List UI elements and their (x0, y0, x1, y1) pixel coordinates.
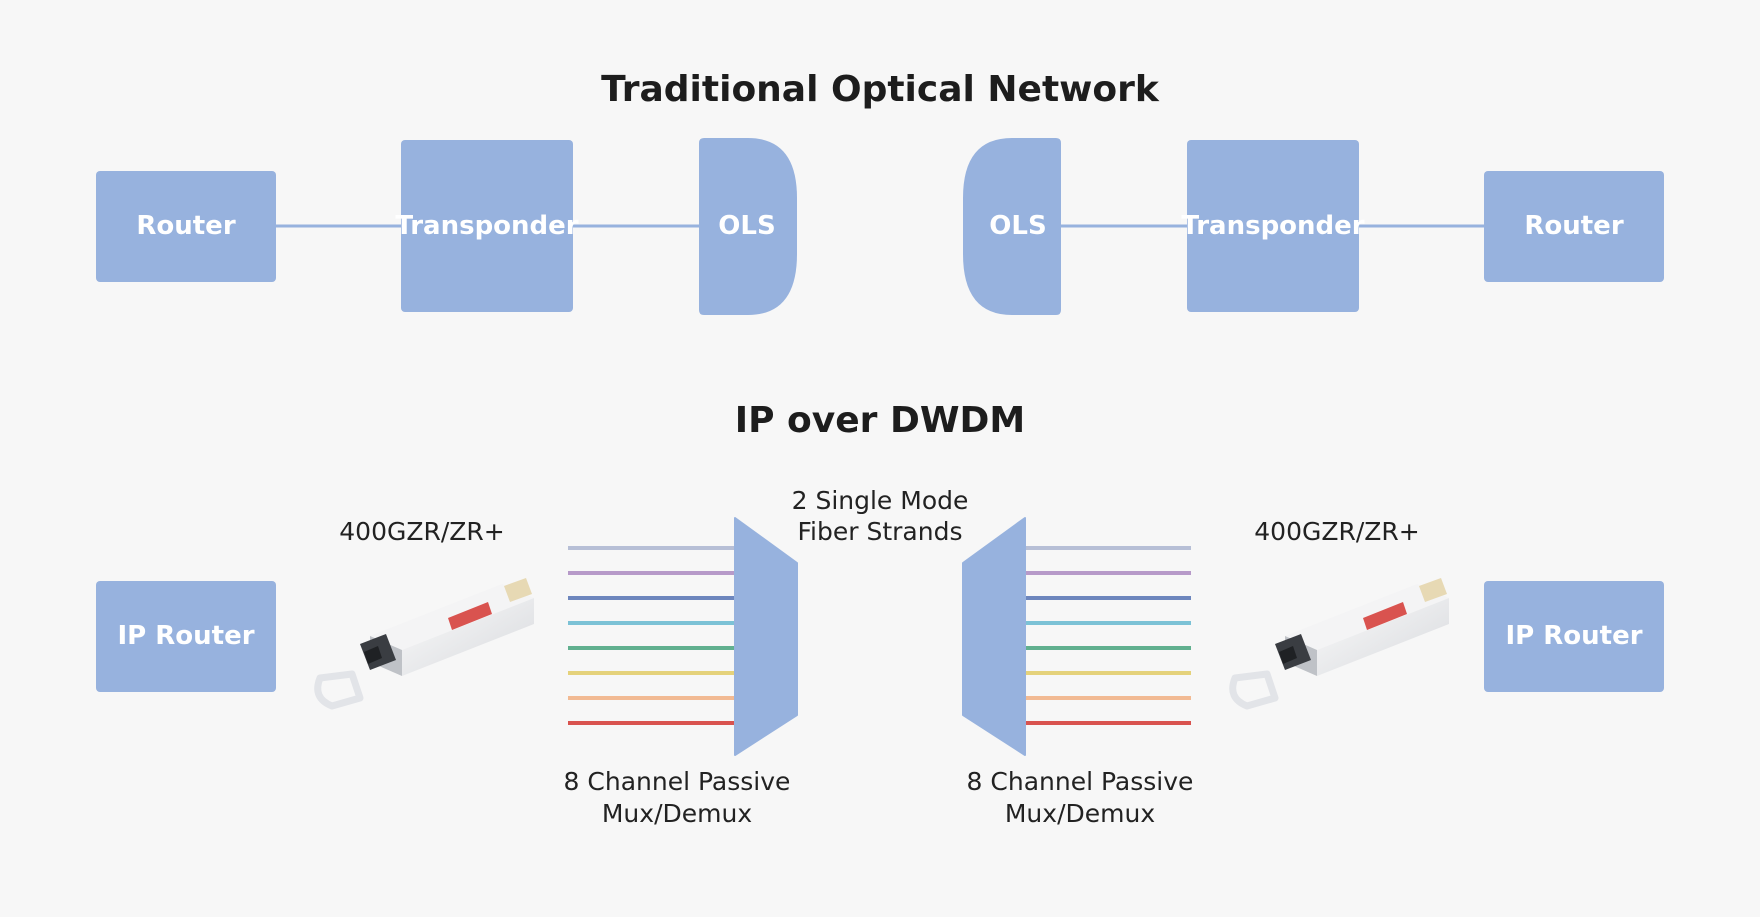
mux-left-label-line-2: Mux/Demux (602, 799, 752, 828)
channel-lines-right (1023, 546, 1191, 725)
transceiver-module-left-icon (314, 578, 534, 710)
traditional-router-left: Router (96, 171, 276, 282)
ip-router-left: IP Router (96, 581, 276, 692)
traditional-ols-right: OLS (963, 138, 1061, 315)
traditional-title: Traditional Optical Network (601, 69, 1160, 110)
node-label: Router (136, 211, 235, 241)
ip-over-dwdm-title: IP over DWDM (735, 400, 1026, 441)
node-label: Router (1524, 211, 1623, 241)
traditional-router-right: Router (1484, 171, 1664, 282)
node-label: IP Router (1505, 621, 1642, 651)
node-label: Transponder (1181, 211, 1364, 241)
fiber-label-line-1: 2 Single Mode (792, 486, 969, 515)
fiber-label-line-2: Fiber Strands (798, 517, 963, 546)
ip-router-right: IP Router (1484, 581, 1664, 692)
mux-left-caption: 8 Channel Passive Mux/Demux (564, 767, 791, 828)
mux-right-label-line-1: 8 Channel Passive (967, 767, 1194, 796)
node-label: Transponder (395, 211, 578, 241)
node-label: IP Router (117, 621, 254, 651)
traditional-ols-left: OLS (699, 138, 797, 315)
module-left-label: 400GZR/ZR+ (339, 517, 504, 546)
mux-demux-left (734, 517, 798, 756)
transceiver-module-right-icon (1229, 578, 1449, 710)
module-right-label: 400GZR/ZR+ (1254, 517, 1419, 546)
fiber-strands-label: 2 Single Mode Fiber Strands (792, 486, 969, 546)
mux-right-caption: 8 Channel Passive Mux/Demux (967, 767, 1194, 828)
node-label: OLS (718, 211, 775, 241)
traditional-transponder-right: Transponder (1181, 140, 1365, 312)
fiber-strands (797, 614, 963, 657)
channel-lines-left (568, 546, 737, 725)
mux-demux-right (962, 517, 1026, 756)
traditional-transponder-left: Transponder (395, 140, 579, 312)
mux-right-label-line-2: Mux/Demux (1005, 799, 1155, 828)
mux-left-label-line-1: 8 Channel Passive (564, 767, 791, 796)
node-label: OLS (989, 211, 1046, 241)
